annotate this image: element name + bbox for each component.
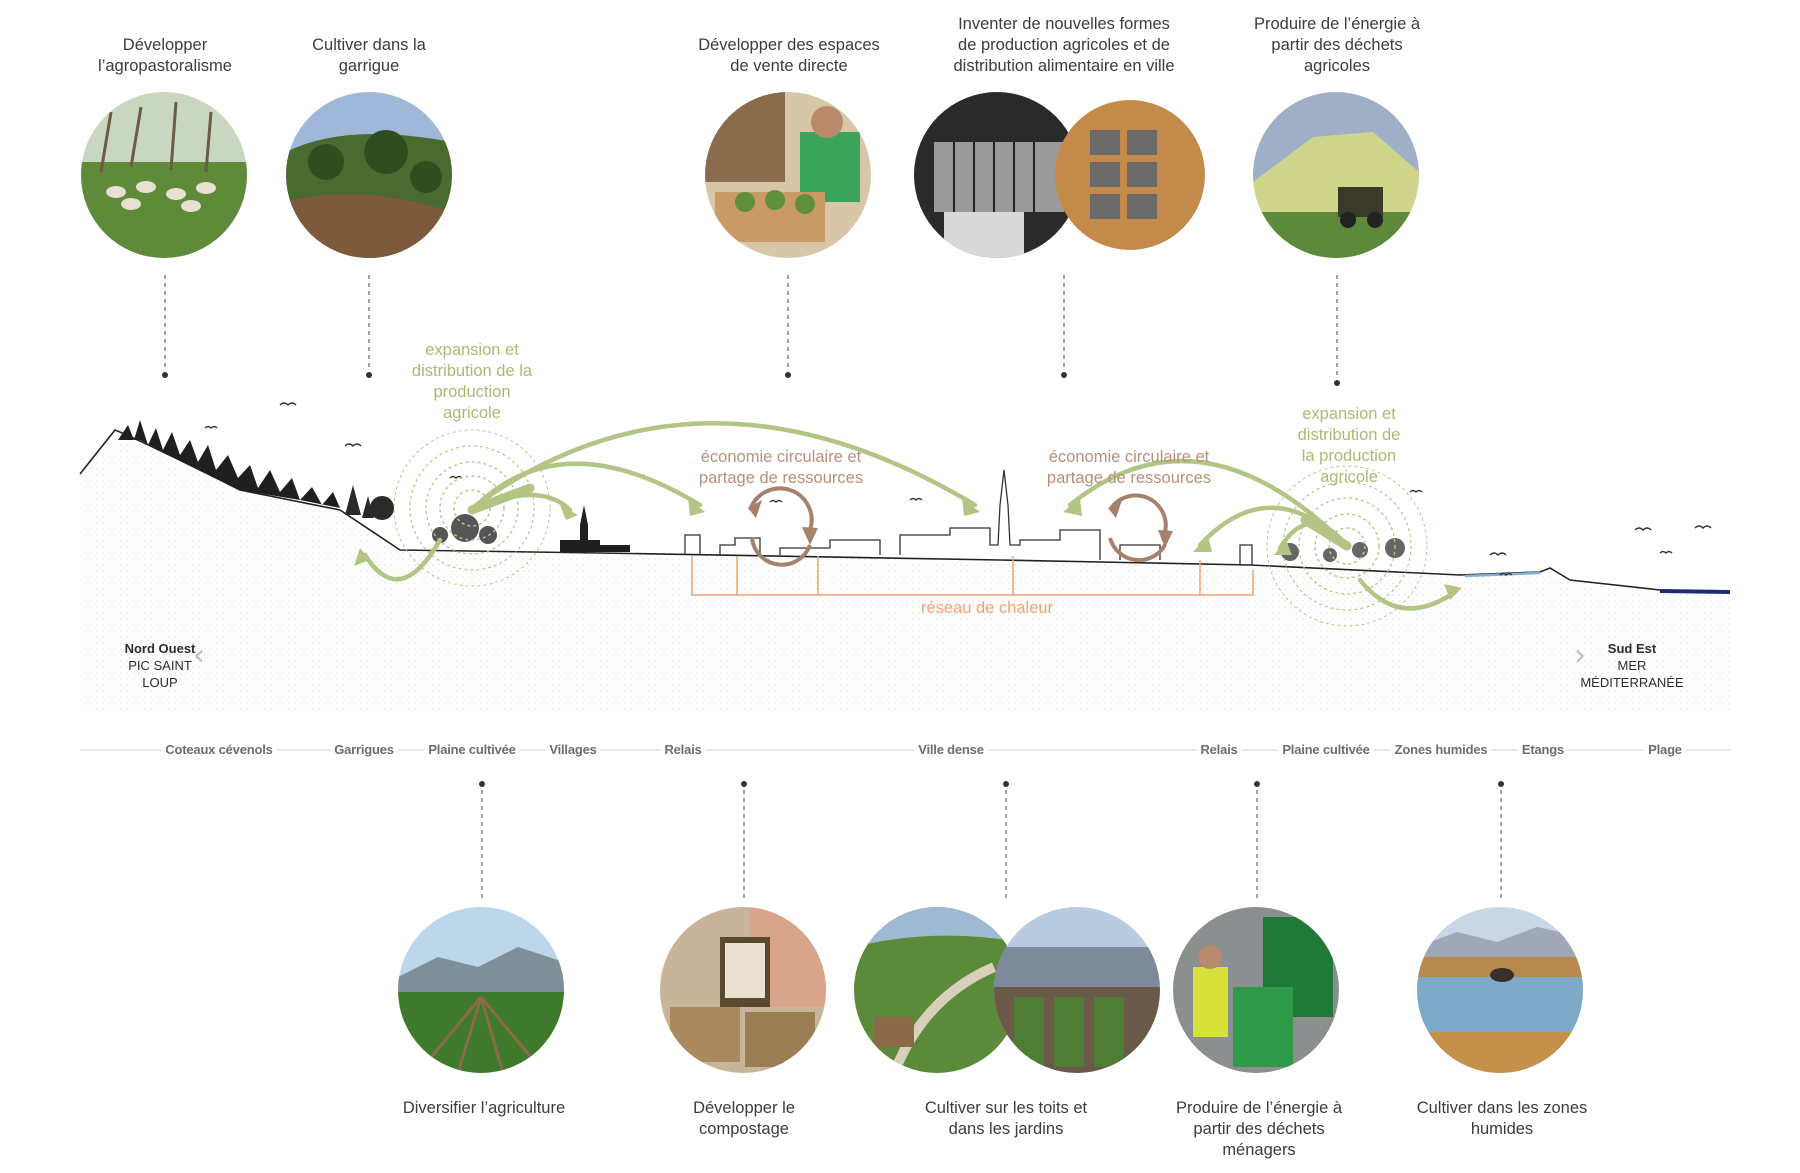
top-leader-dots — [162, 372, 1340, 386]
zone-garrigues: Garrigues — [330, 742, 398, 757]
direction-right: Sud Est MER MÉDITERRANÉE — [1580, 640, 1683, 691]
label-expansion-left: expansion et distribution de la producti… — [411, 341, 533, 422]
top-leader-lines — [164, 275, 1338, 378]
direction-left-bold: Nord Ouest — [124, 641, 196, 656]
zone-villages: Villages — [545, 742, 601, 757]
ground-fill — [80, 430, 1730, 712]
direction-left-line2: LOUP — [142, 675, 178, 690]
chevron-left-icon: ‹ — [193, 638, 205, 673]
direction-right-bold: Sud Est — [1607, 641, 1657, 656]
direction-right-line2: MÉDITERRANÉE — [1580, 675, 1684, 690]
caption-energie-agricoles: Produire de l’énergie à partir des déche… — [1253, 15, 1421, 75]
cycle-right — [1108, 493, 1168, 563]
photo-zones-humides — [1417, 907, 1583, 1073]
photo-garrigue — [286, 92, 452, 258]
caption-garrigue: Cultiver dans la garrigue — [312, 36, 426, 75]
forest-silhouette — [118, 420, 340, 508]
photo-compostage — [660, 907, 826, 1073]
caption-nouvelles-formes: Inventer de nouvelles formes de producti… — [953, 15, 1175, 75]
photo-jardins — [854, 907, 1020, 1073]
zone-humides: Zones humides — [1390, 742, 1492, 757]
photo-serres-toit — [914, 92, 1080, 258]
zone-coteaux: Coteaux cévenols — [161, 742, 277, 757]
label-circular-left: économie circulaire et partage de ressou… — [698, 448, 864, 487]
label-heat-network: réseau de chaleur — [920, 599, 1054, 617]
landscape-section — [79, 275, 1731, 751]
zone-relais-2: Relais — [1196, 742, 1242, 757]
caption-compostage: Développer le compostage — [693, 1099, 795, 1138]
zone-plage: Plage — [1644, 742, 1686, 757]
caption-energie-menagers: Produire de l’énergie à partir des déche… — [1175, 1099, 1343, 1159]
chevron-right-icon: › — [1574, 638, 1586, 673]
photo-toits — [994, 907, 1160, 1073]
water-etang — [1464, 571, 1541, 578]
direction-right-line1: MER — [1617, 658, 1647, 673]
photo-poubelles — [1173, 907, 1339, 1073]
photo-casiers — [1055, 100, 1205, 250]
zone-ville-dense: Ville dense — [914, 742, 988, 757]
caption-zones-humides: Cultiver dans les zones humides — [1416, 1099, 1588, 1138]
green-arrowheads — [354, 498, 1462, 600]
direction-left-line1: PIC SAINT — [128, 658, 192, 673]
zone-etangs: Etangs — [1517, 742, 1569, 757]
label-circular-right: économie circulaire et partage de ressou… — [1046, 448, 1212, 487]
city-skyline — [684, 469, 1253, 565]
birds — [204, 402, 1712, 577]
direction-left: Nord Ouest PIC SAINT LOUP — [125, 640, 196, 691]
heat-network — [691, 556, 1254, 596]
caption-toits-jardins: Cultiver sur les toits et dans les jardi… — [924, 1099, 1088, 1138]
rings-left — [393, 429, 551, 587]
slope-trees — [345, 485, 394, 520]
green-origin-bars — [467, 483, 1352, 551]
label-expansion-right: expansion et distribution de la producti… — [1297, 405, 1401, 486]
water-sea — [1659, 589, 1731, 594]
zone-relais-1: Relais — [660, 742, 706, 757]
village-trees — [432, 514, 497, 544]
photo-champs — [398, 907, 564, 1073]
caption-diversifier: Diversifier l’agriculture — [402, 1099, 566, 1117]
cycle-left — [748, 486, 814, 567]
zone-plaine-2: Plaine cultivée — [1278, 742, 1374, 757]
caption-agropastoralisme: Développer l’agropastoralisme — [98, 36, 232, 75]
photo-vente-directe — [705, 92, 871, 258]
zone-plaine-1: Plaine cultivée — [424, 742, 520, 757]
village-church — [560, 505, 630, 552]
caption-vente-directe: Développer des espaces de vente directe — [698, 36, 880, 75]
